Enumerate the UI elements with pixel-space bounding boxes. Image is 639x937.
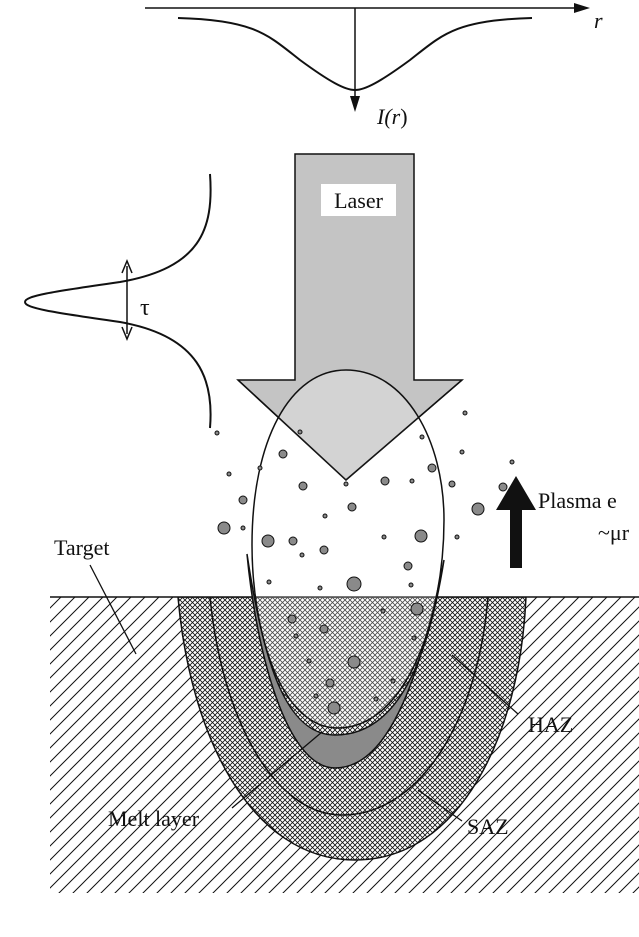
laser-arrow-head-outline: [237, 379, 463, 482]
particle: [299, 552, 305, 558]
particle: [298, 481, 308, 491]
particle: [403, 561, 413, 571]
laser-label-box: [321, 184, 396, 216]
beam-profile: r I(r): [145, 3, 603, 129]
particle: [214, 430, 220, 436]
pulse-width-arrow-down: [121, 326, 133, 341]
particle: [509, 459, 515, 465]
particle: [327, 701, 341, 715]
particle: [454, 534, 460, 540]
particle: [325, 678, 335, 688]
particle: [390, 678, 396, 684]
pulse-width-label: τ: [140, 295, 150, 321]
particle: [347, 502, 357, 512]
particle: [419, 434, 425, 440]
particle: [319, 545, 329, 555]
r-axis-arrowhead: [574, 3, 590, 13]
r-axis-label: r: [594, 8, 603, 33]
particle: [347, 655, 361, 669]
plasma-expansion-arrow: [496, 476, 536, 568]
particle: [471, 502, 485, 516]
pulse-width-arrow-up: [121, 259, 133, 274]
ejected-particles: [214, 410, 515, 715]
target-label: Target: [54, 535, 109, 560]
gaussian-beam-profile: [177, 17, 533, 92]
particle: [313, 693, 319, 699]
particle: [297, 429, 303, 435]
particle: [448, 480, 456, 488]
haz-label: HAZ: [528, 712, 573, 737]
particle: [373, 696, 379, 702]
particle: [322, 513, 328, 519]
particle: [427, 463, 437, 473]
target-leader: [89, 564, 137, 655]
heat-affected-zone: [209, 597, 489, 816]
particle: [381, 534, 387, 540]
melt-layer: [246, 553, 445, 769]
particle: [409, 478, 415, 484]
particle: [319, 624, 329, 634]
particle: [317, 585, 323, 591]
particle: [226, 471, 232, 477]
particle: [380, 608, 386, 614]
plasma-plume: [251, 369, 445, 729]
intensity-axis-label: I(r): [376, 104, 408, 129]
particle: [287, 614, 297, 624]
particle: [380, 476, 390, 486]
plasma-label-line1: Plasma e: [538, 488, 617, 513]
particle: [343, 481, 349, 487]
haz-leader: [451, 654, 519, 715]
particle: [498, 482, 508, 492]
particle: [261, 534, 275, 548]
particle: [293, 633, 299, 639]
target: [50, 553, 639, 893]
particle: [459, 449, 465, 455]
melt-layer-label: Melt layer: [108, 806, 200, 831]
pulse-profile: τ: [23, 173, 212, 429]
laser-label: Laser: [334, 188, 384, 213]
particle: [306, 658, 312, 664]
particle: [257, 465, 263, 471]
particle: [411, 635, 417, 641]
particle: [414, 529, 428, 543]
particle: [240, 525, 246, 531]
particle: [462, 410, 468, 416]
particle: [408, 582, 414, 588]
plasma-label-line2: ~μr: [598, 520, 630, 545]
particle: [266, 579, 272, 585]
particle: [346, 576, 362, 592]
particle: [238, 495, 248, 505]
particle: [217, 521, 231, 535]
saz-label: SAZ: [467, 814, 509, 839]
melt-layer-leader: [231, 731, 323, 809]
saz-leader: [417, 789, 463, 822]
intensity-axis-arrowhead: [350, 96, 360, 112]
particle: [288, 536, 298, 546]
particle: [278, 449, 288, 459]
temporal-pulse-curve: [23, 173, 212, 429]
particle: [410, 602, 424, 616]
